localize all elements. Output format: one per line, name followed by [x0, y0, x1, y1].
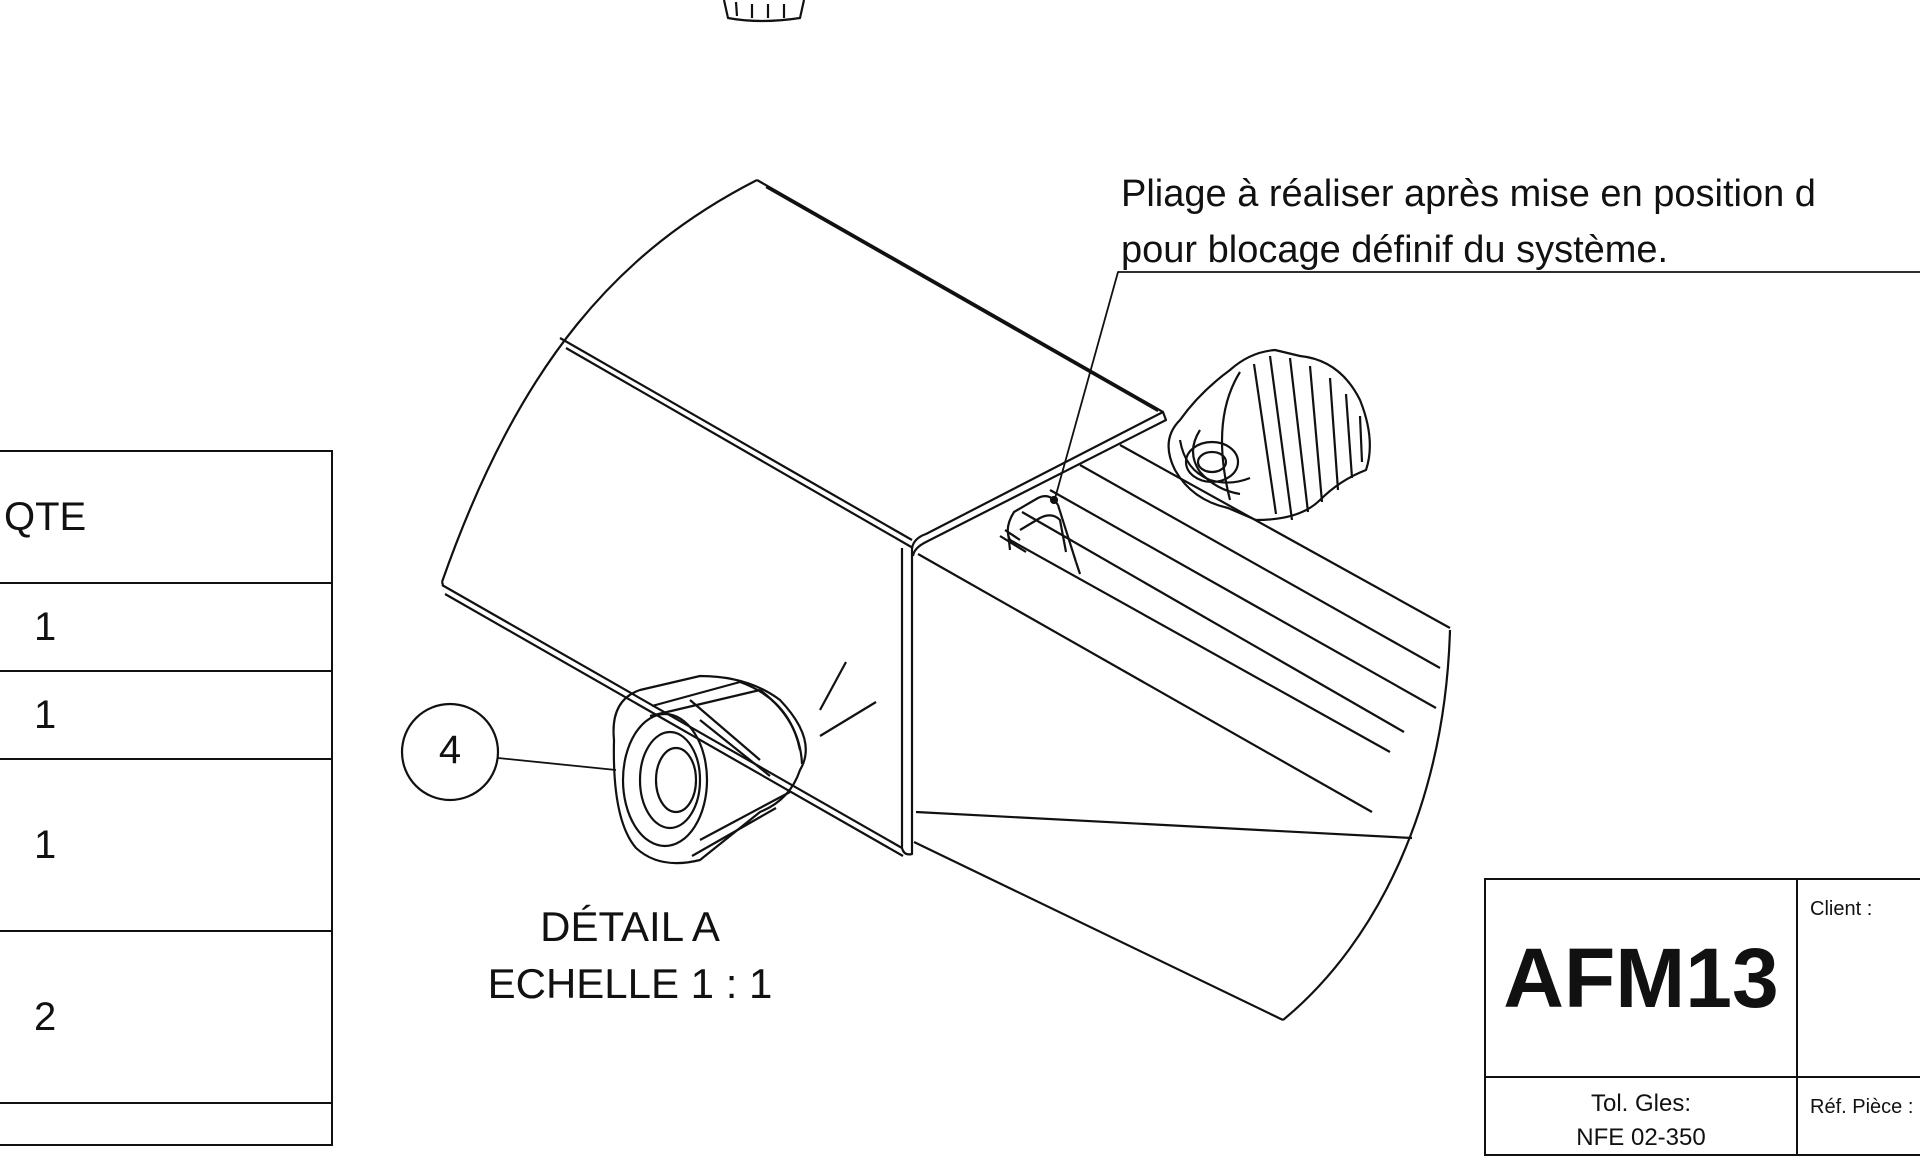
title-block: AFM13 Client : Tol. Gles: NFE 02-350 Réf…	[1484, 878, 1920, 1156]
part-ref-label: Réf. Pièce :	[1810, 1096, 1914, 1118]
bom-table: QTE 1 1 1 2	[0, 450, 333, 1146]
balloon-leader	[497, 757, 617, 771]
bom-row: 1	[0, 760, 331, 932]
leader-dot	[1049, 495, 1059, 505]
drawing-code: AFM13	[1503, 930, 1779, 1025]
balloon-number: 4	[438, 728, 462, 772]
bom-row: 2	[0, 932, 331, 1104]
inner-tube	[913, 444, 1451, 1021]
tolerance-cell: Tol. Gles: NFE 02-350	[1484, 1076, 1798, 1156]
knob-upper-right	[1167, 348, 1371, 522]
bom-header: QTE	[0, 452, 331, 584]
annotation-leader	[1053, 271, 1920, 503]
knob-lower-left	[612, 661, 877, 865]
client-cell: Client :	[1796, 878, 1920, 1078]
item-balloon	[400, 702, 500, 802]
client-label: Client :	[1810, 898, 1873, 920]
note-line-2: pour blocage définif du système.	[1121, 229, 1669, 271]
note-line-1: Pliage à réaliser après mise en position…	[1121, 173, 1816, 215]
drawing-code-cell: AFM13	[1484, 878, 1798, 1078]
bom-row: 1	[0, 584, 331, 672]
outer-tube	[441, 179, 1168, 857]
tolerance-label: Tol. Gles:	[1590, 1090, 1692, 1117]
detail-boundary-arc-lower	[1282, 629, 1452, 1021]
detail-label: DÉTAIL A ECHELLE 1 : 1	[460, 898, 800, 1012]
detail-title: DÉTAIL A	[540, 903, 720, 950]
tolerance-value: NFE 02-350	[1576, 1124, 1706, 1151]
part-ref-cell: Réf. Pièce :	[1796, 1076, 1920, 1156]
bom-row-partial	[0, 1104, 331, 1144]
detail-scale: ECHELLE 1 : 1	[487, 960, 773, 1007]
detail-boundary-arc	[440, 179, 758, 586]
top-knob-fragment	[722, 0, 806, 23]
bom-row: 1	[0, 672, 331, 760]
fold-instruction-note: Pliage à réaliser après mise en position…	[1121, 166, 1816, 278]
